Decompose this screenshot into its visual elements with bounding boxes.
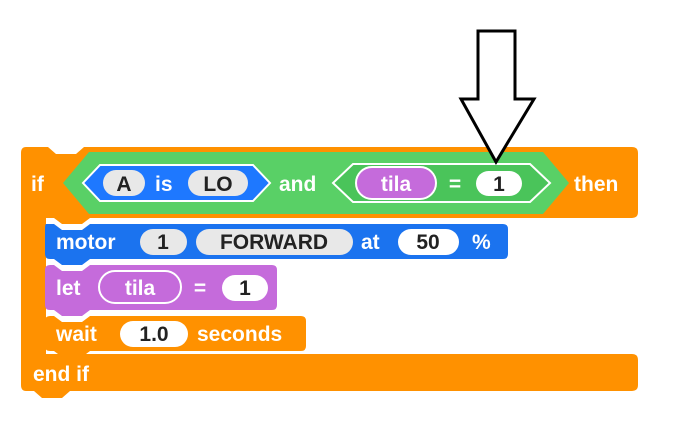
wait-value-input[interactable] [120, 321, 188, 347]
tila-variable-label: tila [381, 173, 412, 196]
wait-unit-label: seconds [197, 323, 282, 346]
compare-value-pill[interactable] [476, 171, 522, 196]
motor-speed-value: 50 [416, 231, 439, 254]
sensor-port-pill[interactable] [103, 170, 145, 196]
motor-speed-input[interactable] [398, 229, 459, 255]
motor-label: motor [56, 231, 116, 254]
equals-sign: = [449, 173, 461, 196]
sensor-is-label: is [155, 173, 173, 196]
wait-block[interactable]: wait 1.0 seconds [45, 316, 306, 357]
down-arrow-icon [458, 29, 537, 165]
wait-label: wait [55, 323, 97, 346]
let-value-input[interactable] [222, 275, 268, 301]
then-label: then [574, 173, 618, 196]
if-label: if [31, 173, 45, 196]
motor-direction-value: FORWARD [220, 231, 328, 254]
wait-value: 1.0 [139, 323, 168, 346]
let-value: 1 [239, 277, 251, 300]
sensor-state-value: LO [203, 173, 232, 196]
let-label: let [56, 277, 81, 300]
and-label: and [279, 173, 316, 196]
motor-block[interactable]: motor 1 FORWARD at 50 % [45, 224, 508, 265]
motor-direction-pill[interactable] [196, 229, 353, 255]
let-equals-sign: = [194, 277, 206, 300]
let-block[interactable]: let tila = 1 [45, 265, 277, 316]
sensor-condition[interactable]: A is LO [81, 164, 272, 202]
motor-unit-label: % [472, 231, 491, 254]
sensor-port-value: A [116, 173, 131, 196]
compare-value: 1 [493, 173, 505, 196]
let-variable-pill[interactable] [98, 270, 182, 304]
motor-port-value: 1 [157, 231, 169, 254]
tila-variable-pill[interactable] [355, 166, 437, 200]
equals-condition[interactable]: tila = 1 [331, 163, 552, 203]
motor-port-pill[interactable] [140, 229, 187, 255]
let-variable-label: tila [125, 277, 156, 300]
end-if-label: end if [33, 363, 90, 386]
sensor-state-pill[interactable] [188, 170, 248, 196]
if-block[interactable]: if then end if and A is LO tila = [21, 147, 638, 398]
and-operator[interactable]: and A is LO tila = 1 [63, 152, 569, 214]
motor-at-label: at [361, 231, 380, 254]
